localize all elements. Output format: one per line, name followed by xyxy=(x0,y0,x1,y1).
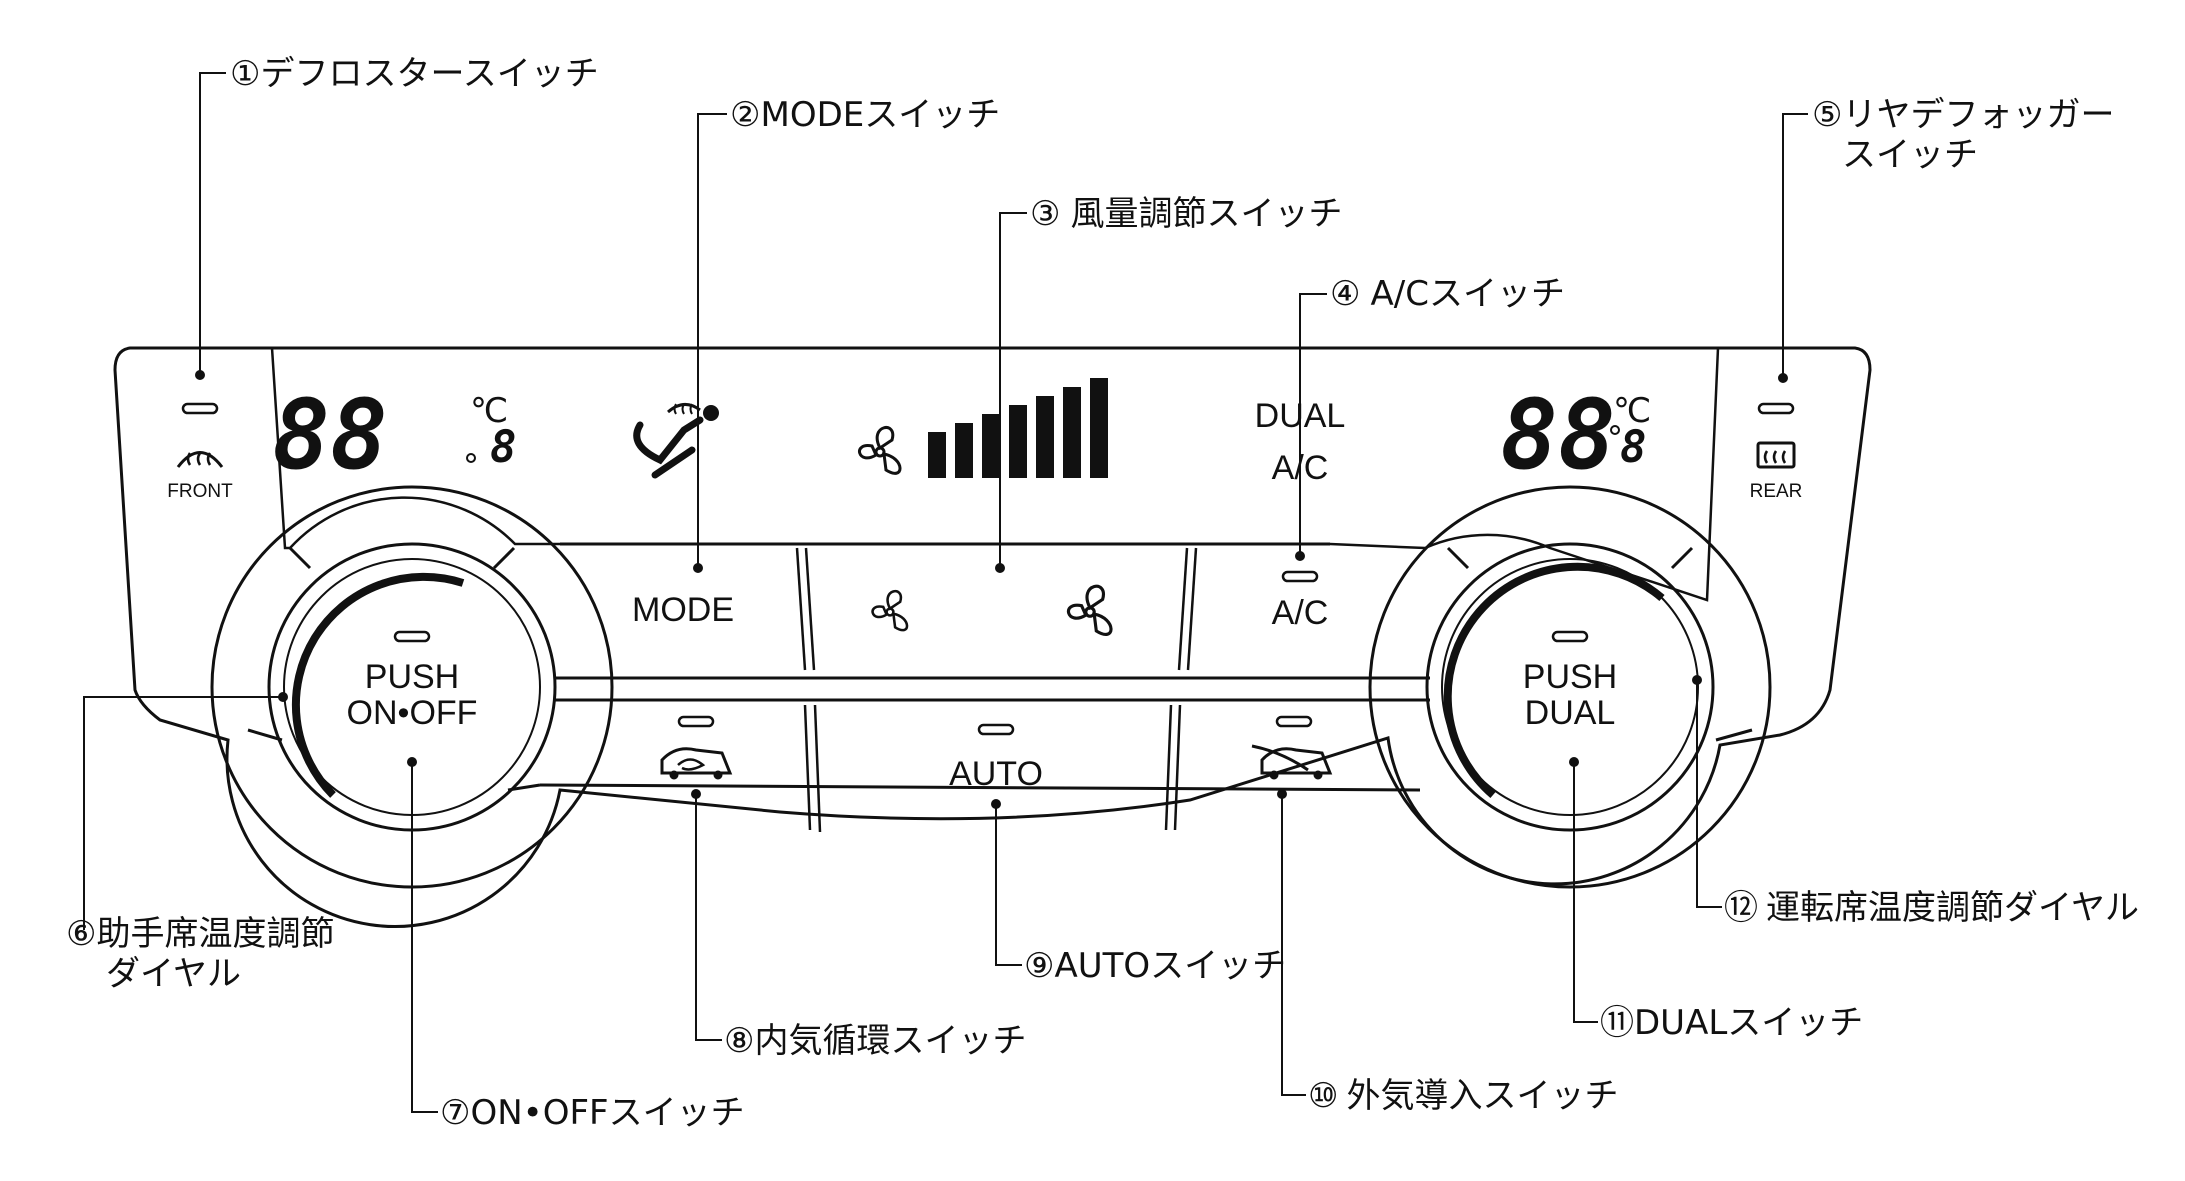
left-temp-decimal: 8 xyxy=(490,422,517,473)
front-defroster-indicator xyxy=(181,402,219,415)
push-label-right: PUSH xyxy=(1523,658,1617,696)
leader-12 xyxy=(1696,680,1722,908)
fresh-air-icon xyxy=(1251,744,1333,780)
fan-bar xyxy=(1036,396,1054,478)
fan-bar xyxy=(955,423,973,478)
right-temp-decimal: 8 xyxy=(1620,422,1647,473)
onoff-button-label[interactable]: ON•OFF xyxy=(347,694,478,732)
ac-button[interactable]: A/C xyxy=(1272,570,1329,632)
leader-10 xyxy=(1281,794,1306,1096)
temp-indicator-arc-right xyxy=(1443,562,1665,799)
callout-7: ⑦ON•OFFスイッチ xyxy=(440,1093,745,1133)
callout-1: ①デフロスタースイッチ xyxy=(230,54,599,94)
callout-5: ⑤リヤデフォッガー xyxy=(1812,95,2114,135)
leader-11 xyxy=(1573,762,1598,1023)
leader-lines xyxy=(83,72,1808,1113)
leader-7 xyxy=(411,762,438,1113)
leader-1 xyxy=(199,72,226,375)
leader-8 xyxy=(695,794,722,1041)
fan-bar xyxy=(982,414,1000,478)
auto-indicator xyxy=(977,723,1015,736)
front-defroster-button[interactable]: FRONT xyxy=(167,402,233,502)
callout-6-line2: ダイヤル xyxy=(106,954,241,994)
front-label: FRONT xyxy=(167,481,233,502)
auto-button-label[interactable]: AUTO xyxy=(949,755,1043,793)
ac-button-label[interactable]: A/C xyxy=(1272,594,1329,632)
right-temp-unit: ℃ xyxy=(1613,391,1651,431)
ac-indicator-light xyxy=(1281,570,1319,583)
callout-8: ⑧内気循環スイッチ xyxy=(724,1021,1026,1061)
fresh-air-button[interactable] xyxy=(1251,715,1333,780)
fan-bar xyxy=(1063,387,1081,478)
callout-2: ②MODEスイッチ xyxy=(730,95,1000,135)
leader-5 xyxy=(1782,113,1808,378)
callout-6: ⑥助手席温度調節 xyxy=(66,914,334,954)
control-panel xyxy=(113,346,1872,928)
rear-defogger-icon xyxy=(1756,441,1796,469)
rear-defogger-indicator xyxy=(1757,402,1795,415)
auto-button[interactable]: AUTO xyxy=(949,723,1043,793)
onoff-indicator xyxy=(393,630,431,643)
rear-defogger-button[interactable]: REAR xyxy=(1750,402,1803,502)
temp-indicator-arc-left xyxy=(291,572,465,798)
fan-down-icon[interactable] xyxy=(871,589,909,632)
callout-11: ⑪DUALスイッチ xyxy=(1600,1003,1863,1043)
dual-indicator-light xyxy=(1551,630,1589,643)
callout-9: ⑨AUTOスイッチ xyxy=(1024,946,1286,986)
dual-button-label[interactable]: DUAL xyxy=(1525,694,1616,732)
fan-bar xyxy=(1090,378,1108,478)
left-temp-digits: 88 xyxy=(272,379,388,491)
fresh-air-indicator xyxy=(1275,715,1313,728)
rear-label: REAR xyxy=(1750,481,1803,502)
right-temp-digits: 88 xyxy=(1500,379,1616,491)
callout-5-line2: スイッチ xyxy=(1842,135,1978,175)
left-decimal-point xyxy=(466,453,476,463)
mode-button-label[interactable]: MODE xyxy=(632,591,734,629)
fan-level-bars xyxy=(928,378,1108,478)
left-temp-unit: ℃ xyxy=(470,391,508,431)
recirculation-button[interactable] xyxy=(660,715,733,780)
fan-icon xyxy=(858,426,902,475)
lcd-display: 88 8 ℃ 88 8 ℃ DUAL A/C xyxy=(272,378,1651,491)
fan-bar xyxy=(928,432,946,478)
recirculation-icon xyxy=(660,747,733,780)
fan-speed-button[interactable] xyxy=(871,584,1113,636)
recirculation-indicator xyxy=(677,715,715,728)
leader-9 xyxy=(995,804,1022,966)
mode-seat-icon xyxy=(633,403,719,479)
leader-4 xyxy=(1299,293,1327,556)
leader-3 xyxy=(999,212,1027,568)
front-defroster-icon xyxy=(176,451,224,468)
mode-button[interactable]: MODE xyxy=(632,591,734,629)
right-decimal-point xyxy=(1610,425,1620,435)
leader-2 xyxy=(697,113,727,568)
push-label-left: PUSH xyxy=(365,658,459,696)
leader-6 xyxy=(83,696,283,930)
fan-bar xyxy=(1009,405,1027,478)
driver-temp-dial[interactable] xyxy=(1368,485,1772,889)
fan-up-icon[interactable] xyxy=(1066,584,1113,636)
